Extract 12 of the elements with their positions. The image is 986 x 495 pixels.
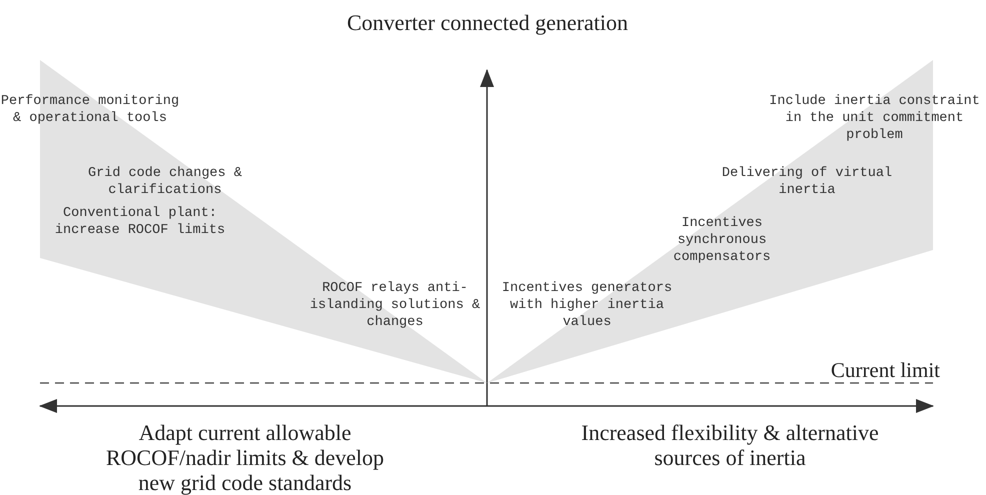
measure-text: Performance monitoring & operational tools <box>0 93 180 127</box>
measure-text: Incentives generators with higher inertia values <box>500 280 674 331</box>
measure-text: Include inertia constraint in the unit commitment problem <box>768 93 981 144</box>
measure-text: ROCOF relays anti-islanding solutions & changes <box>308 280 482 331</box>
measure-text: Grid code changes & clarifications <box>87 165 243 199</box>
axis-label: Converter connected generation <box>346 10 629 35</box>
limit-label: Current limit <box>830 358 940 383</box>
axis-label: Increased flexibility & alternative sources of inertia <box>580 420 880 470</box>
measure-text: Delivering of virtual inertia <box>720 165 894 199</box>
measure-text: Incentives synchronous compensators <box>672 215 772 266</box>
measure-text: Conventional plant: increase ROCOF limits <box>54 205 226 239</box>
axis-label: Adapt current allowable ROCOF/nadir limits & develop new grid code standards <box>104 420 386 495</box>
